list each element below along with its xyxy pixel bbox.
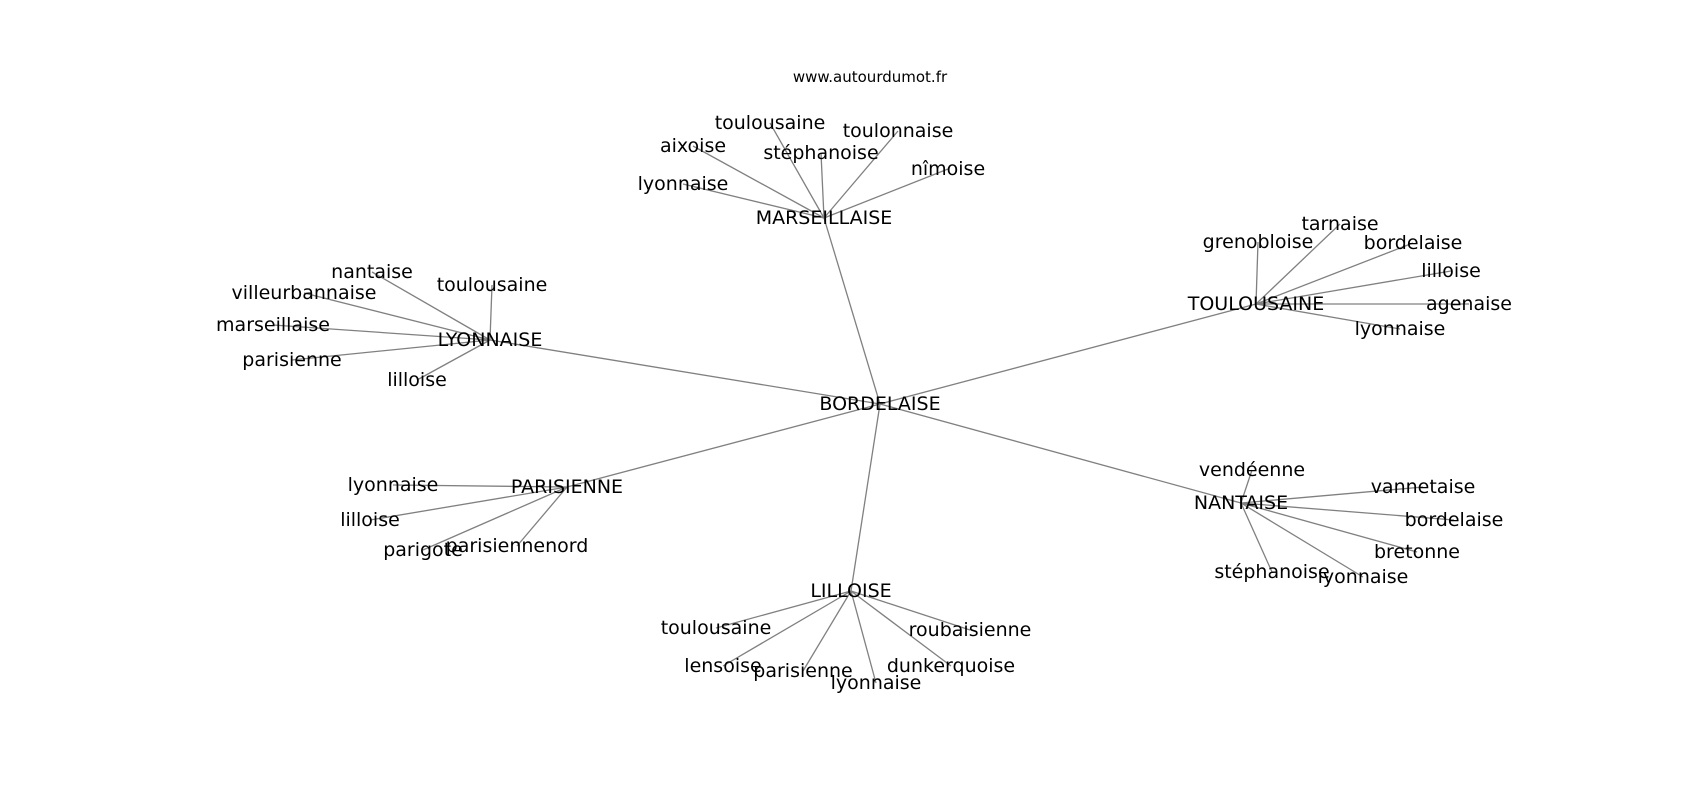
- leaf-node-label: lilloise: [1421, 260, 1481, 282]
- leaf-node-label: toulousaine: [437, 274, 548, 296]
- leaf-node-label: aixoise: [660, 135, 726, 157]
- leaf-node-label: toulousaine: [715, 112, 826, 134]
- leaf-node-label: bretonne: [1374, 541, 1460, 563]
- leaf-node-label: marseillaise: [216, 314, 330, 336]
- edge-cluster-leaf: [392, 484, 568, 488]
- edge-cluster-leaf: [1240, 502, 1364, 578]
- leaf-node-label: lensoise: [684, 655, 761, 677]
- edge-cluster-leaf: [722, 590, 852, 667]
- edge-cluster-leaf: [1240, 469, 1253, 504]
- leaf-node-label: villeurbannaise: [232, 282, 377, 304]
- cluster-node-label: MARSEILLAISE: [756, 207, 893, 229]
- edge-cluster-leaf: [1240, 502, 1455, 521]
- leaf-node-label: stéphanoise: [763, 142, 878, 164]
- edge-cluster-leaf: [682, 183, 825, 219]
- leaf-node-label: lyonnaise: [831, 672, 922, 694]
- source-credit: www.autourdumot.fr: [793, 68, 948, 86]
- edge-root-cluster: [566, 403, 881, 488]
- leaf-node-label: lyonnaise: [1318, 566, 1409, 588]
- leaf-node-label: dunkerquoise: [887, 655, 1015, 677]
- leaf-node-label: parisienne: [242, 349, 341, 371]
- edge-cluster-leaf: [1255, 303, 1401, 330]
- root-node-label: BORDELAISE: [819, 393, 940, 415]
- edge-cluster-leaf: [802, 590, 852, 672]
- edge-cluster-leaf: [369, 486, 568, 521]
- edge-root-cluster: [823, 217, 881, 405]
- leaf-node-label: roubaisienne: [909, 619, 1032, 641]
- leaf-node-label: vendéenne: [1199, 459, 1305, 481]
- edge-cluster-leaf: [692, 145, 825, 219]
- edge-cluster-leaf: [489, 284, 493, 341]
- leaf-node-label: nîmoise: [911, 158, 985, 180]
- edge-cluster-leaf: [850, 590, 971, 631]
- edge-cluster-leaf: [850, 590, 877, 684]
- edge-cluster-leaf: [291, 339, 491, 361]
- edge-cluster-leaf: [371, 271, 491, 341]
- leaf-node-label: lyonnaise: [348, 474, 439, 496]
- edge-cluster-leaf: [820, 152, 825, 219]
- leaf-node-label: nantaise: [331, 261, 413, 283]
- edge-root-cluster: [489, 339, 881, 405]
- edge-cluster-leaf: [715, 590, 852, 629]
- edge-cluster-leaf: [303, 292, 491, 341]
- edge-cluster-leaf: [1240, 502, 1418, 553]
- edge-cluster-leaf: [1240, 486, 1424, 504]
- graph-labels: BORDELAISEMARSEILLAISEtoulousaineaixoise…: [216, 112, 1512, 694]
- leaf-node-label: lyonnaise: [638, 173, 729, 195]
- edge-cluster-leaf: [422, 486, 568, 551]
- edge-cluster-leaf: [823, 168, 949, 219]
- leaf-node-label: agenaise: [1426, 293, 1512, 315]
- edge-cluster-leaf: [516, 486, 568, 547]
- leaf-node-label: lilloise: [387, 369, 447, 391]
- leaf-node-label: grenobloise: [1203, 231, 1314, 253]
- edge-cluster-leaf: [1255, 242, 1414, 305]
- edge-root-cluster: [850, 403, 881, 592]
- edge-cluster-leaf: [1240, 502, 1273, 573]
- cluster-node-label: LILLOISE: [810, 580, 891, 602]
- leaf-node-label: stéphanoise: [1214, 561, 1329, 583]
- edge-cluster-leaf: [1255, 223, 1341, 305]
- edge-root-cluster: [879, 403, 1242, 504]
- edge-cluster-leaf: [416, 339, 491, 381]
- edge-cluster-leaf: [850, 590, 952, 667]
- cluster-node-label: LYONNAISE: [438, 329, 543, 351]
- edge-cluster-leaf: [769, 122, 825, 219]
- leaf-node-label: bordelaise: [1364, 232, 1463, 254]
- leaf-node-label: lyonnaise: [1355, 318, 1446, 340]
- leaf-node-label: vannetaise: [1371, 476, 1476, 498]
- cluster-node-label: NANTAISE: [1194, 492, 1288, 514]
- graph-edges: [272, 122, 1469, 684]
- leaf-node-label: parisienne: [753, 660, 852, 682]
- edge-root-cluster: [879, 303, 1257, 405]
- leaf-node-label: toulonnaise: [843, 120, 954, 142]
- edge-cluster-leaf: [1255, 241, 1259, 305]
- edge-cluster-leaf: [823, 130, 899, 219]
- leaf-node-label: parisiennenord: [446, 535, 589, 557]
- edge-cluster-leaf: [272, 324, 491, 341]
- leaf-node-label: lilloise: [340, 509, 400, 531]
- leaf-node-label: tarnaise: [1301, 213, 1378, 235]
- leaf-node-label: bordelaise: [1405, 509, 1504, 531]
- edge-cluster-leaf: [1255, 270, 1452, 305]
- leaf-node-label: parigote: [383, 539, 463, 561]
- cluster-node-label: TOULOUSAINE: [1187, 293, 1324, 315]
- leaf-node-label: toulousaine: [661, 617, 772, 639]
- cluster-node-label: PARISIENNE: [511, 476, 623, 498]
